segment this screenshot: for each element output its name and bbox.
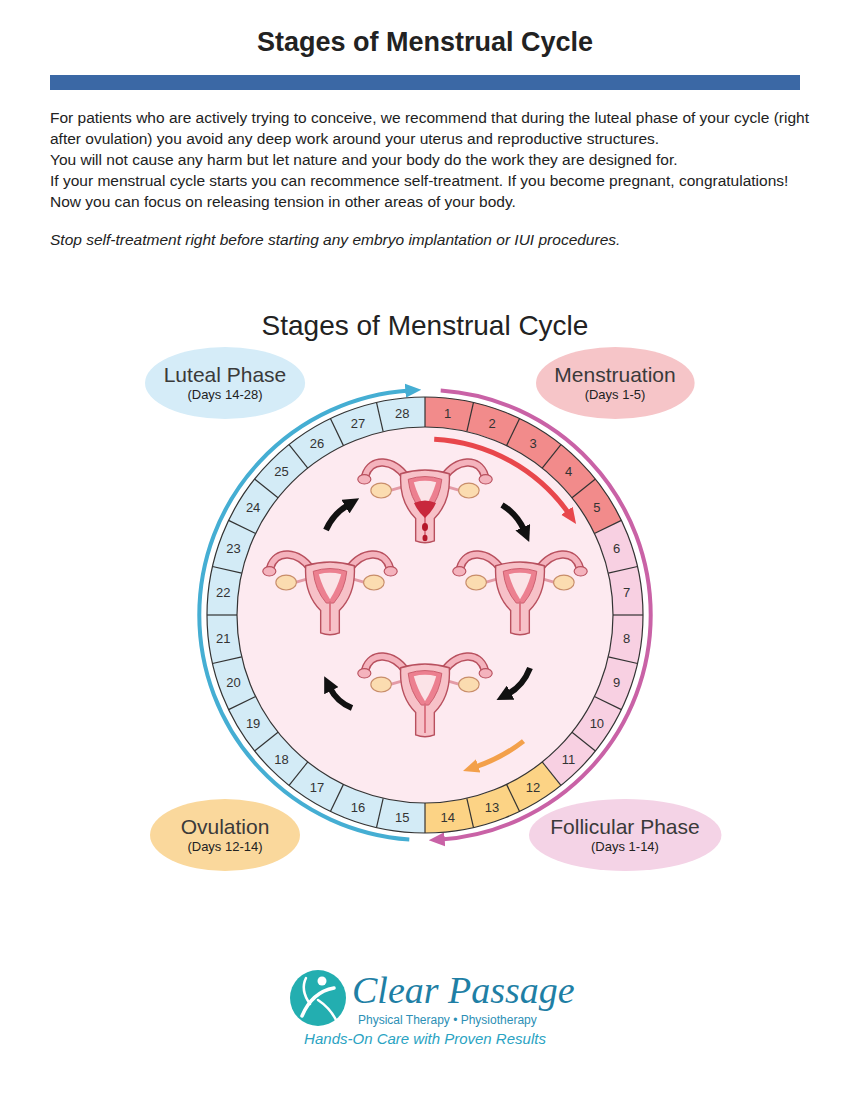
menstruation-days — [222, 412, 628, 818]
uterus-illustration — [358, 656, 492, 736]
day-number: 25 — [274, 465, 288, 478]
day-number: 20 — [226, 676, 240, 689]
day-number: 4 — [565, 465, 572, 478]
phase-oval: Follicular Phase(Days 1-14) — [529, 799, 721, 871]
day-number: 24 — [246, 500, 260, 513]
page-title: Stages of Menstrual Cycle — [0, 26, 850, 58]
inner-disk — [237, 427, 613, 803]
logo-tagline: Hands-On Care with Proven Results — [304, 1030, 546, 1048]
day-number: 10 — [590, 717, 604, 730]
ring-outline — [207, 397, 643, 833]
day-number: 26 — [310, 437, 324, 450]
cycle-arrow — [502, 505, 524, 530]
cycle-arrow — [326, 505, 348, 530]
day-number: 3 — [529, 437, 536, 450]
phase-oval: Menstruation(Days 1-5) — [536, 347, 695, 419]
uterus-illustration — [358, 462, 492, 542]
phase-days: (Days 1-5) — [554, 387, 675, 403]
oval-fill — [145, 347, 305, 419]
oval-content: Menstruation(Days 1-5) — [554, 363, 675, 403]
luteal-days — [222, 412, 628, 818]
intro-text: For patients who are actively trying to … — [50, 107, 810, 149]
day-number: 6 — [613, 541, 620, 554]
follicular-days — [222, 412, 628, 818]
ring-dividers — [207, 397, 643, 833]
uterus-illustration — [263, 554, 397, 634]
phase-days: (Days 12-14) — [181, 839, 270, 855]
oval-content: Ovulation(Days 12-14) — [181, 815, 270, 855]
phase-name: Menstruation — [554, 363, 675, 387]
intro-text: You will not cause any harm but let natu… — [50, 149, 810, 170]
oval-fill — [150, 799, 300, 871]
logo-figure — [304, 978, 310, 1004]
day-number: 23 — [226, 541, 240, 554]
cycle-arrow — [508, 668, 530, 694]
day-number: 21 — [216, 631, 230, 644]
diagram-title: Stages of Menstrual Cycle — [262, 309, 589, 343]
logo-icon — [290, 970, 346, 1026]
oval-fill — [529, 799, 721, 871]
phase-days: (Days 1-14) — [550, 839, 699, 855]
day-number: 7 — [623, 586, 630, 599]
menstruation-arrow — [434, 439, 569, 514]
intro-text: If your menstrual cycle starts you can r… — [50, 170, 810, 212]
day-number: 27 — [351, 417, 365, 430]
menstrual-blood — [414, 501, 436, 519]
blood-drop — [423, 535, 428, 541]
day-number: 11 — [562, 752, 576, 765]
phase-name: Luteal Phase — [164, 363, 287, 387]
phase-oval: Ovulation(Days 12-14) — [150, 799, 300, 871]
header-bar — [50, 75, 800, 90]
uterus-illustration — [453, 554, 587, 634]
oval-fill — [536, 347, 695, 419]
day-number: 14 — [440, 810, 454, 823]
logo-figure — [302, 988, 334, 1016]
day-number: 8 — [623, 631, 630, 644]
day-number: 17 — [310, 780, 324, 793]
phase-days: (Days 14-28) — [164, 387, 287, 403]
phase-name: Ovulation — [181, 815, 270, 839]
blood-drop — [422, 523, 428, 531]
day-number: 5 — [593, 500, 600, 513]
day-number: 18 — [274, 752, 288, 765]
oval-content: Luteal Phase(Days 14-28) — [164, 363, 287, 403]
day-number: 28 — [395, 407, 409, 420]
logo-subtitle: Physical Therapy • Physiotherapy — [358, 1013, 537, 1027]
ovulation-arrow — [474, 741, 523, 767]
logo-figure — [318, 1000, 336, 1020]
day-number: 16 — [351, 800, 365, 813]
day-number: 19 — [246, 717, 260, 730]
ovulation-days — [222, 412, 628, 818]
ring-ground — [207, 397, 643, 833]
day-number: 13 — [485, 800, 499, 813]
day-number: 12 — [526, 780, 540, 793]
day-number: 1 — [444, 407, 451, 420]
cycle-arrow — [330, 688, 352, 708]
logo-name: Clear Passage — [352, 970, 575, 1012]
phase-oval: Luteal Phase(Days 14-28) — [145, 347, 305, 419]
logo-figure — [318, 977, 327, 986]
day-number: 15 — [395, 810, 409, 823]
note-text: Stop self-treatment right before startin… — [50, 229, 620, 250]
day-number: 2 — [488, 417, 495, 430]
intro-block: For patients who are actively trying to … — [50, 107, 810, 212]
day-number: 9 — [613, 676, 620, 689]
day-number: 22 — [216, 586, 230, 599]
oval-content: Follicular Phase(Days 1-14) — [550, 815, 699, 855]
phase-name: Follicular Phase — [550, 815, 699, 839]
